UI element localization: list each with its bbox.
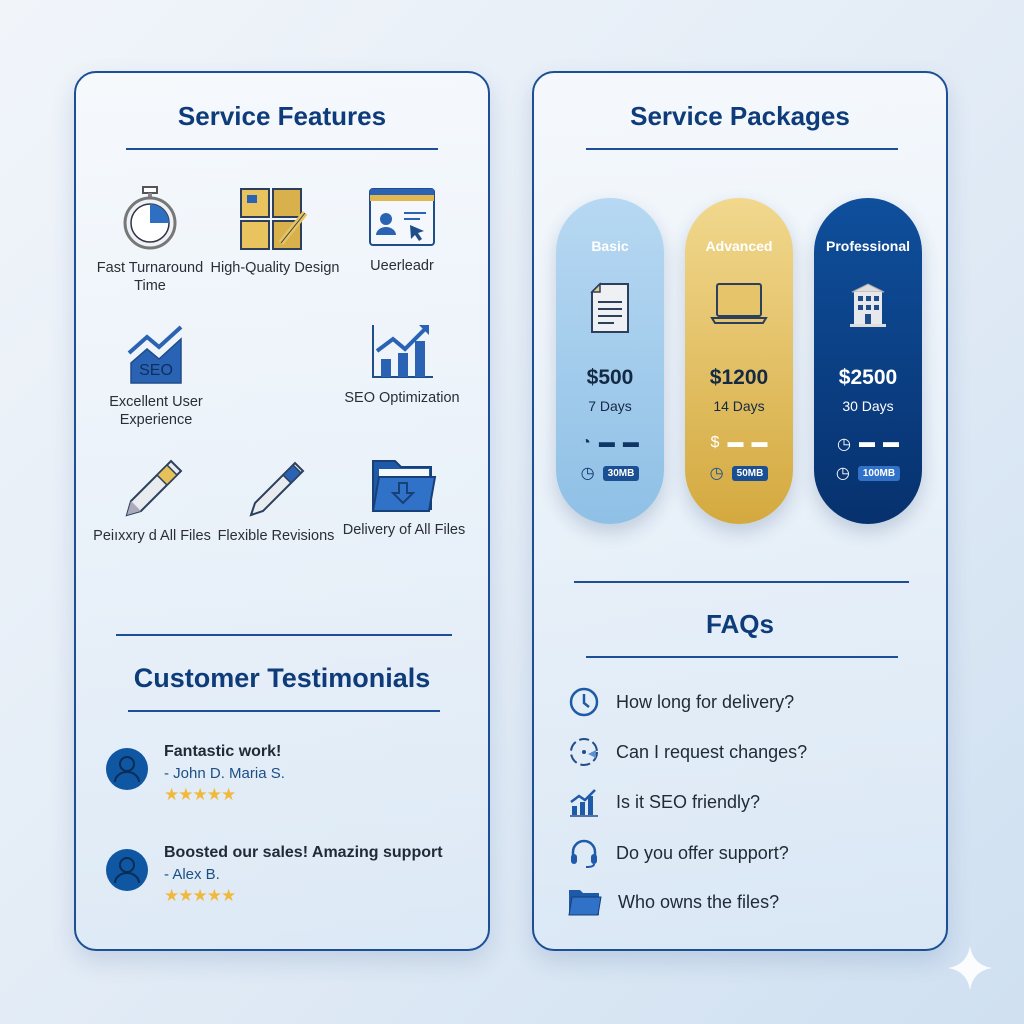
clock-icon: ◷ — [837, 436, 851, 453]
faqs-title: FAQs — [706, 609, 774, 639]
feature-flexible-revisions: Flexible Revisions — [206, 457, 346, 545]
divider — [574, 581, 909, 583]
divider — [116, 634, 452, 636]
divider — [586, 148, 898, 150]
headset-icon — [571, 839, 597, 868]
seo-chart-icon: SEO — [127, 325, 183, 384]
package-features-icons: ◔ ▬ ▬ — [556, 434, 664, 452]
storage-badge: 30MB — [602, 465, 640, 481]
testimonial-author: - Alex B. — [164, 866, 220, 883]
faq-item[interactable]: Is it SEO friendly? — [568, 787, 760, 817]
revision-cycle-icon — [570, 738, 598, 766]
star-rating: ★★★★★ — [164, 785, 236, 804]
laptop-icon — [710, 283, 768, 324]
sparkle-icon — [948, 946, 992, 990]
package-days: 30 Days — [842, 398, 894, 414]
building-icon — [850, 283, 886, 327]
folder-download-icon — [371, 460, 437, 512]
faq-item[interactable]: How long for delivery? — [568, 687, 794, 717]
folder-icon: ▬ — [858, 434, 875, 451]
feature-label: High-Quality Design — [210, 260, 340, 276]
chart-icon — [570, 789, 598, 817]
package-name: Professional — [825, 238, 911, 254]
feature-label: Delivery of All Files — [342, 522, 466, 538]
packages-title: Service Packages — [630, 101, 850, 131]
faq-item[interactable]: Can I request changes? — [568, 737, 807, 767]
faq-item[interactable]: Who owns the files? — [568, 887, 779, 917]
folder-icon: ▬ — [598, 434, 615, 451]
design-palette-icon — [240, 188, 308, 250]
feature-delivery: Delivery of All Files — [334, 455, 474, 539]
feature-label: Ueerleadr — [370, 258, 434, 274]
faq-question: Do you offer support? — [616, 842, 789, 863]
package-professional[interactable]: Professional $2500 30 Days ◷ ▬ ▬ ◷ 100MB — [814, 198, 922, 524]
package-price: $2500 — [838, 366, 898, 389]
growth-chart-icon — [372, 325, 433, 378]
faq-item[interactable]: Do you offer support? — [568, 838, 789, 868]
feature-label: Peiıxxry d All Files — [93, 528, 211, 544]
clock-icon: ◔ — [581, 434, 591, 451]
package-price: $1200 — [709, 366, 769, 389]
pen-icon — [249, 461, 305, 517]
faq-question: Who owns the files? — [618, 891, 780, 912]
clock-icon: ◷ — [835, 465, 850, 482]
package-advanced[interactable]: Advanced $1200 14 Days $ ▬ ▬ ◷ 50MB — [685, 198, 793, 524]
feature-label: Excellent User Experience — [109, 394, 203, 428]
package-days: 7 Days — [588, 398, 632, 414]
testimonial-author: - John D. Maria S. — [164, 765, 285, 782]
service-features-panel: Service Features Fast Turnaround Time Hi… — [74, 71, 490, 951]
divider — [586, 656, 898, 658]
dollar-icon: $ — [710, 434, 720, 451]
features-title: Service Features — [177, 101, 387, 131]
clock-icon: ◷ — [580, 465, 595, 482]
feature-design: High-Quality Design — [205, 187, 345, 277]
pen-icon — [125, 459, 183, 517]
clock-icon: ◷ — [709, 465, 724, 482]
faq-question: How long for delivery? — [616, 691, 795, 712]
package-features-icons: $ ▬ ▬ — [685, 434, 793, 452]
feature-seo-optimization: SEO Optimization — [332, 321, 472, 407]
package-features-icons: ◷ ▬ ▬ — [814, 434, 922, 454]
package-name: Advanced — [705, 238, 773, 254]
feature-fast-turnaround: Fast Turnaround Time — [80, 185, 220, 295]
clock-icon — [569, 687, 599, 717]
folder-icon — [568, 890, 602, 916]
svg-text:SEO: SEO — [139, 362, 173, 379]
folder-icon: ▬ — [727, 434, 744, 451]
testimonial-quote: Fantastic work! — [164, 743, 282, 760]
feature-label: Fast Turnaround Time — [96, 260, 204, 294]
testimonial-quote: Boosted our sales! Amazing support — [164, 844, 443, 861]
faq-question: Is it SEO friendly? — [616, 791, 761, 812]
service-packages-panel: Service Packages Basic $500 7 Days ◔ ▬ ▬ ◷… — [532, 71, 948, 951]
avatar — [106, 849, 148, 891]
package-name: Basic — [591, 238, 629, 254]
feature-user-experience: SEO Excellent User Experience — [86, 323, 226, 429]
avatar — [106, 748, 148, 790]
star-rating: ★★★★★ — [164, 886, 236, 905]
feature-label: SEO Optimization — [344, 390, 460, 406]
package-days: 14 Days — [713, 398, 765, 414]
divider — [126, 148, 438, 150]
feature-label: Flexible Revisions — [217, 528, 335, 544]
folder-icon: ▬ — [622, 434, 639, 451]
feature-user-browser: Ueerleadr — [332, 187, 472, 275]
divider — [128, 710, 440, 712]
faq-question: Can I request changes? — [616, 741, 808, 762]
storage-badge: 100MB — [857, 465, 901, 481]
package-price: $500 — [586, 366, 634, 389]
document-icon — [590, 282, 629, 333]
folder-icon: ▬ — [751, 434, 768, 451]
user-browser-icon — [369, 188, 435, 246]
package-basic[interactable]: Basic $500 7 Days ◔ ▬ ▬ ◷ 30MB — [556, 198, 664, 524]
folder-icon: ▬ — [882, 434, 899, 451]
feature-files: Peiıxxry d All Files — [82, 457, 222, 545]
storage-badge: 50MB — [731, 465, 769, 481]
stopwatch-icon — [123, 186, 177, 250]
testimonials-title: Customer Testimonials — [133, 663, 431, 693]
